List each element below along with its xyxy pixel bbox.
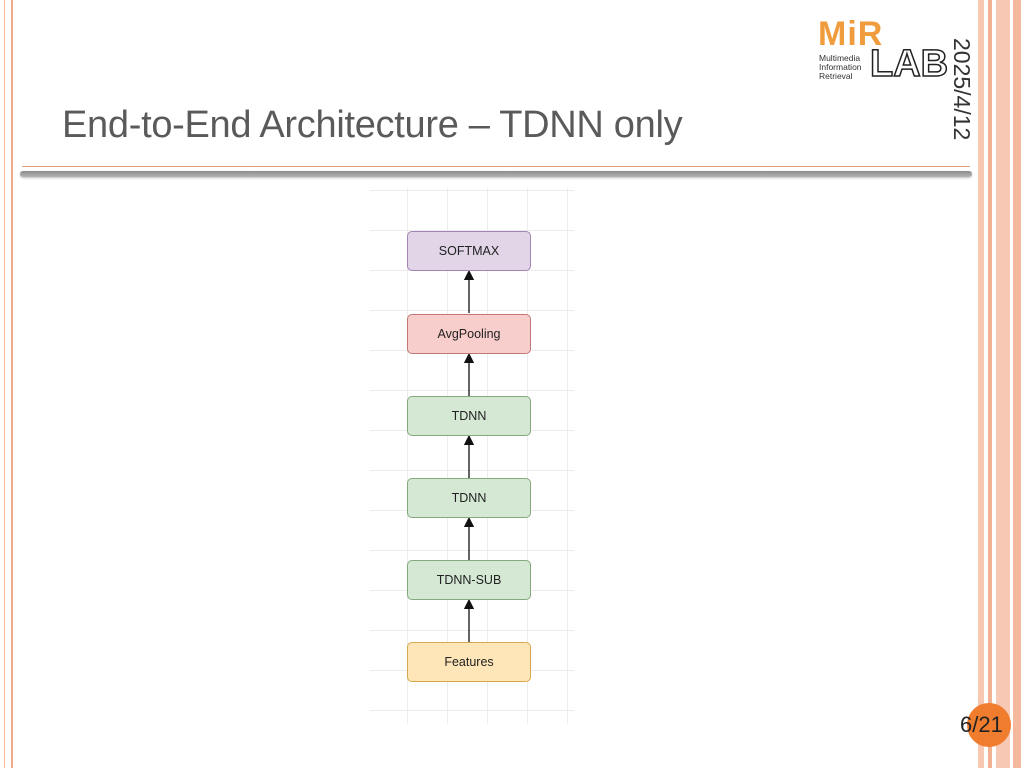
page-number: 6/21 [960, 712, 1003, 737]
mir-lab-logo: MiR LAB Multimedia Information Retrieval [818, 15, 949, 85]
node-tdnn-sub: TDNN-SUB [407, 560, 531, 600]
left-border-line [11, 0, 13, 768]
node-features: Features [407, 642, 531, 682]
right-decorative-stripe [988, 0, 992, 768]
title-divider-bar [20, 171, 972, 177]
right-decorative-stripe [1013, 0, 1021, 768]
logo-subtitle-line: Information [819, 62, 862, 72]
slide-title: End-to-End Architecture – TDNN only [62, 104, 683, 146]
right-decorative-stripe [978, 0, 984, 768]
logo-subtitle-line: Retrieval [819, 71, 853, 81]
node-softmax: SOFTMAX [407, 231, 531, 271]
page-number-circle [967, 703, 1011, 747]
node-tdnn-2: TDNN [407, 396, 531, 436]
title-divider-line [22, 166, 970, 167]
node-tdnn-1: TDNN [407, 478, 531, 518]
slide-date: 2025/4/12 [949, 38, 975, 141]
diagram-canvas [370, 188, 574, 724]
left-border-line [4, 0, 5, 768]
logo-mark-top: MiR [818, 15, 884, 53]
right-decorative-stripe [996, 0, 1010, 768]
logo-subtitle: Multimedia Information Retrieval [819, 54, 875, 81]
logo-subtitle-line: Multimedia [819, 53, 861, 63]
node-avgpooling: AvgPooling [407, 314, 531, 354]
logo-mark-bottom: LAB [869, 43, 949, 85]
